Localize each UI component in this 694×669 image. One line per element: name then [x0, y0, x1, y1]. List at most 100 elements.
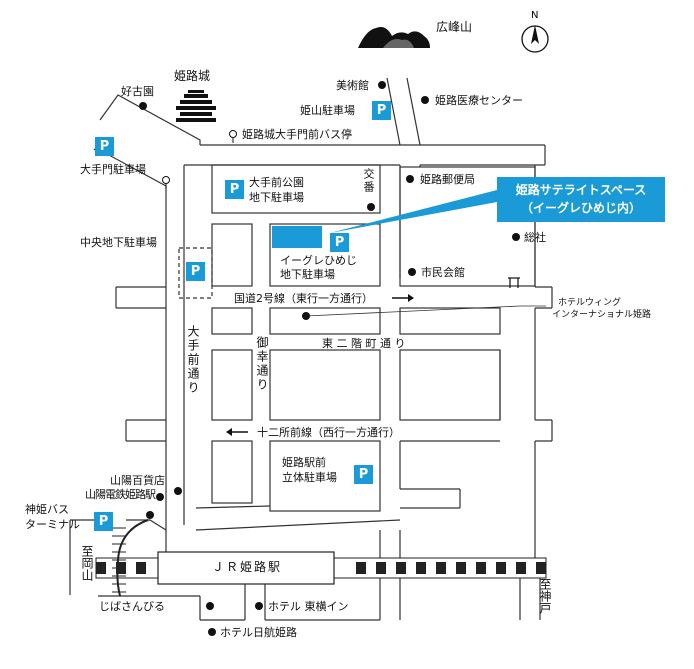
label-otemae-park-2: 地下駐車場: [249, 191, 304, 204]
landmark-dot-icon: [139, 102, 147, 110]
label-castle: 姫路城: [174, 69, 211, 83]
landmark-dot-icon: [146, 511, 154, 519]
label-kokoen: 好古園: [121, 85, 154, 98]
label-otemae-dori: 大手前通り: [186, 325, 200, 395]
landmark-dot-icon: [255, 602, 263, 610]
parking-icon: P: [330, 233, 349, 252]
rail-segment: [356, 562, 366, 574]
callout-line-1: 姫路サテライトスペース: [515, 183, 647, 197]
label-route2: 国道2号線（東行一方通行）: [234, 292, 373, 305]
chuo-parking-outline: [178, 247, 213, 299]
rail-segment: [416, 562, 426, 574]
parking-icon: P: [225, 180, 244, 199]
label-medical-center: 姫路医療センター: [435, 94, 523, 107]
parking-icon: P: [372, 101, 391, 120]
label-city-hall: 市民会館: [421, 266, 465, 279]
block-r2-c: [399, 307, 501, 335]
rail-segment: [476, 562, 486, 574]
label-to-kobe: 至神戸: [538, 578, 552, 614]
label-hotel-wing-2: インターナショナル姫路: [552, 310, 652, 320]
landmark-dot-icon: [156, 493, 164, 501]
label-sanyo-dept: 山陽百貨店: [110, 474, 165, 487]
block-r2-a: [211, 307, 253, 335]
label-sosha: 総社: [524, 231, 546, 244]
rail-segment: [396, 562, 406, 574]
label-station-parking-1: 姫路駅前: [282, 456, 326, 469]
label-otemae-park-1: 大手前公園: [249, 176, 304, 189]
label-chuo-parking: 中央地下駐車場: [80, 236, 157, 249]
label-otemon-parking: 大手門駐車場: [80, 163, 146, 176]
mountain-icon: [358, 27, 430, 48]
compass-north-label: N: [531, 10, 539, 21]
label-sanyo-station: 山陽電鉄姫路駅: [85, 488, 156, 501]
block-r2-b: [269, 307, 381, 335]
label-juniso: 十二所前線（西行一方通行）: [257, 426, 400, 439]
rail-segment: [436, 562, 446, 574]
landmark-dots: [139, 81, 520, 636]
landmark-dot-icon: [367, 203, 375, 211]
rail-segment: [536, 562, 546, 574]
north-compass-icon: N: [516, 10, 554, 54]
label-himeyama-parking: 姫山駐車場: [300, 104, 355, 117]
label-egret-2: 地下駐車場: [280, 268, 335, 281]
rail-segment: [136, 562, 146, 574]
label-higashi-nikai: 東 二 階 町 通 り: [322, 337, 406, 350]
label-bus-stop: 姫路城大手門前バス停: [242, 128, 352, 141]
bus-stop-icon: [162, 130, 237, 189]
label-koban: 交番: [362, 168, 375, 194]
rail-segment: [496, 562, 506, 574]
rail-segment: [456, 562, 466, 574]
road-network: [69, 77, 553, 621]
parking-icon: P: [354, 465, 373, 484]
parking-icon: P: [94, 512, 113, 531]
parking-icon: P: [95, 137, 114, 156]
landmark-dot-icon: [206, 602, 214, 610]
callout-line-2: （イーグレひめじ内）: [520, 201, 641, 215]
label-jr-station: ＪＲ姫路駅: [212, 560, 283, 574]
label-bijutsukan: 美術館: [336, 79, 369, 92]
leader-lines: [305, 305, 546, 317]
parking-icon: P: [186, 262, 205, 281]
block-center-left: [211, 223, 253, 287]
egret-building: [272, 226, 322, 248]
label-shinki-bus-1: 神姫バス: [25, 503, 69, 516]
block-mid-a: [211, 349, 253, 421]
shrine-icon: [508, 277, 520, 288]
direction-arrows: [226, 294, 414, 436]
callout-pointer: [330, 190, 497, 233]
block-mid-b: [269, 349, 381, 421]
railway: [95, 519, 547, 597]
block-egret: [269, 223, 381, 287]
label-station-parking-2: 立体駐車場: [282, 471, 337, 484]
castle-icon: [176, 90, 216, 122]
label-mountain: 広峰山: [436, 20, 473, 34]
landmark-dot-icon: [378, 81, 386, 89]
block-otemae-park: [211, 164, 381, 214]
label-toyoko: ホテル 東横イン: [268, 600, 349, 613]
landmark-dot-icon: [421, 96, 429, 104]
landmark-dot-icon: [406, 175, 414, 183]
rail-segment: [376, 562, 386, 574]
satellite-space-callout[interactable]: 姫路サテライトスペース （イーグレひめじ内）: [497, 177, 665, 222]
label-egret-1: イーグレひめじ: [280, 254, 357, 267]
landmark-dot-icon: [208, 628, 216, 636]
landmark-dot-icon: [408, 268, 416, 276]
label-shinki-bus-2: ターミナル: [25, 518, 80, 531]
label-nikko: ホテル日航姫路: [220, 626, 297, 639]
label-post-office: 姫路郵便局: [420, 173, 475, 186]
landmark-dot-icon: [512, 233, 520, 241]
rail-segment: [96, 562, 106, 574]
block-mid-c: [399, 349, 501, 421]
label-hotel-wing-1: ホテルウィング: [558, 298, 622, 308]
label-miyuki-dori: 御幸通り: [255, 336, 269, 392]
rail-segment: [516, 562, 526, 574]
block-low-b: [269, 440, 381, 512]
road-otemon-diagonal: [99, 94, 201, 145]
block-low-a: [211, 440, 253, 504]
landmark-dot-icon: [302, 312, 310, 320]
label-jiba: じばさんびる: [99, 600, 165, 613]
label-to-okayama: 至岡山: [80, 545, 94, 581]
landmark-dot-icon: [174, 487, 182, 495]
city-blocks: [165, 164, 536, 578]
